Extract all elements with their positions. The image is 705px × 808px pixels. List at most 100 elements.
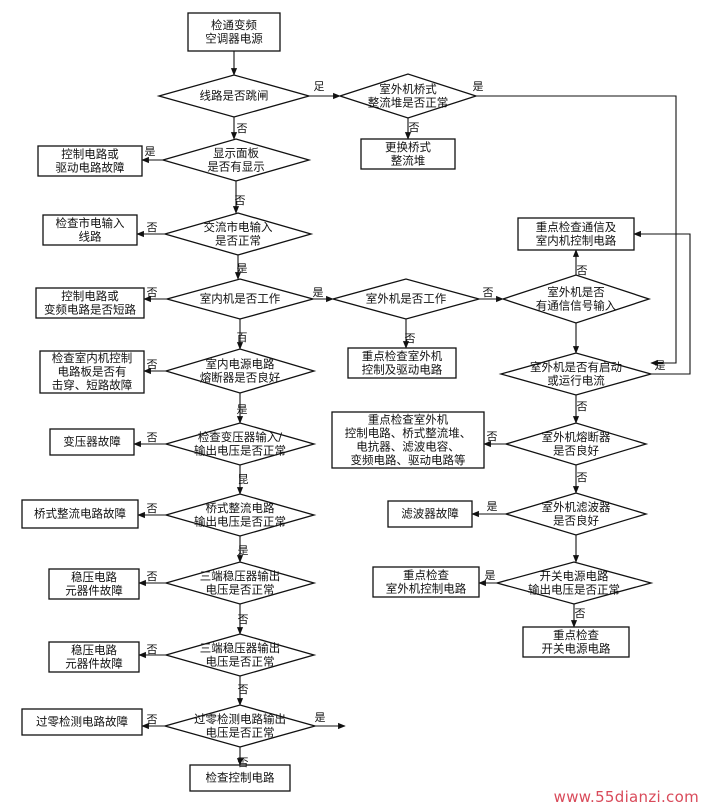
node-label: 室外机是否工作	[366, 292, 447, 306]
node-label: 电抗器、滤波电容、	[356, 439, 460, 453]
node-label: 驱动电路故障	[56, 160, 125, 174]
node-outdoor: 室外机是否工作	[330, 278, 482, 320]
node-label: 过零检测电路故障	[36, 715, 128, 729]
branch-label: 是	[237, 403, 248, 416]
process-box	[347, 347, 457, 379]
node-label: 电压是否正常	[206, 725, 275, 739]
node-label: 熔断器是否良好	[200, 370, 281, 384]
decision-diamond	[163, 348, 317, 394]
process-box	[331, 411, 485, 469]
branch-label: 百	[237, 331, 248, 344]
process-box	[37, 145, 143, 177]
branch-label: 是	[237, 262, 248, 275]
process-box	[187, 12, 281, 52]
node-indoor: 室内机是否工作	[164, 278, 316, 320]
node-label: 电压是否正常	[206, 582, 275, 596]
node-label: 重点检查	[553, 628, 599, 642]
node-label: 室内机是否工作	[200, 292, 281, 306]
node-label: 室外机是否	[547, 285, 605, 299]
node-label: 电压是否正常	[206, 654, 275, 668]
process-box	[39, 350, 145, 394]
node-label: 检查变压器输入/	[198, 430, 282, 444]
decision-diamond	[156, 74, 312, 118]
node-label: 变频电路、驱动电路等	[351, 453, 466, 467]
decision-diamond	[500, 274, 652, 324]
process-box	[372, 566, 480, 598]
branch-label: 否	[147, 286, 158, 299]
watermark-text: www.55dianzi.com	[553, 788, 699, 806]
decision-diamond	[503, 422, 649, 466]
node-label: 变频电路是否短路	[44, 302, 136, 316]
branch-label: 否	[238, 683, 249, 696]
connector-arrow-5	[476, 95, 677, 367]
branch-label: 足	[314, 80, 325, 93]
node-label: 滤波器故障	[401, 507, 459, 521]
branch-label: 否	[483, 286, 494, 299]
node-label: 有通信信号输入	[536, 298, 617, 312]
branch-label: 否	[577, 471, 588, 484]
branch-label: 否	[147, 643, 158, 656]
node-filtfault: 滤波器故障	[387, 500, 473, 528]
node-label: 桥式整流电路	[206, 501, 275, 515]
process-box	[189, 764, 291, 792]
node-label: 交流市电输入	[204, 220, 273, 234]
node-label: 重点检查通信及	[536, 220, 617, 234]
node-label: 输出电压是否正常	[528, 582, 620, 596]
branch-label: 否	[238, 756, 249, 769]
process-box	[387, 500, 473, 528]
branch-label: 否	[487, 430, 498, 443]
node-label: 稳压电路	[71, 570, 117, 584]
node-label: 桥式整流电路故障	[34, 507, 126, 521]
node-transf: 检查变压器输入/输出电压是否正常	[163, 422, 317, 466]
branch-label: 否	[237, 122, 248, 135]
process-box	[49, 428, 135, 456]
node-label: 开关电源电路	[540, 569, 609, 583]
branch-label: 否	[405, 332, 416, 345]
node-label: 空调器电源	[205, 31, 263, 45]
node-label: 整流堆	[391, 153, 426, 167]
node-label: 重点检查室外机	[368, 412, 449, 426]
branch-label: 是	[313, 286, 324, 299]
process-box	[48, 641, 140, 673]
branch-label: 否	[577, 400, 588, 413]
branch-label: 是	[655, 359, 666, 372]
node-label: 线路是否跳闸	[200, 89, 269, 103]
branch-label: 否	[147, 570, 158, 583]
node-label: 重点检查	[403, 568, 449, 582]
node-label: 是否良好	[553, 443, 599, 457]
flowchart-nodes: 检通变频空调器电源线路是否跳闸室外机桥式整流堆是否正常更换桥式整流堆显示面板是否…	[21, 12, 654, 792]
decision-diamond	[163, 422, 317, 466]
process-box	[42, 214, 138, 246]
branch-label: 昆	[238, 473, 249, 486]
node-label: 重点检查室外机	[362, 349, 443, 363]
node-label: 室外机桥式	[379, 82, 437, 96]
node-label: 稳压电路	[71, 643, 117, 657]
node-label: 是否良好	[553, 513, 599, 527]
node-label: 室外机熔断器	[542, 430, 611, 444]
branch-label: 是	[238, 544, 249, 557]
node-label: 开关电源电路	[542, 641, 611, 655]
node-label: 元器件故障	[65, 583, 123, 597]
node-label: 检查市电输入	[56, 216, 125, 230]
node-label: 室外机滤波器	[542, 500, 611, 514]
node-label: 整流堆是否正常	[368, 95, 449, 109]
branch-label: 否	[575, 607, 586, 620]
node-label: 检查室内机控制	[52, 351, 133, 365]
decision-diamond	[494, 561, 654, 605]
decision-diamond	[162, 704, 318, 748]
node-label: 控制电路或	[61, 289, 119, 303]
